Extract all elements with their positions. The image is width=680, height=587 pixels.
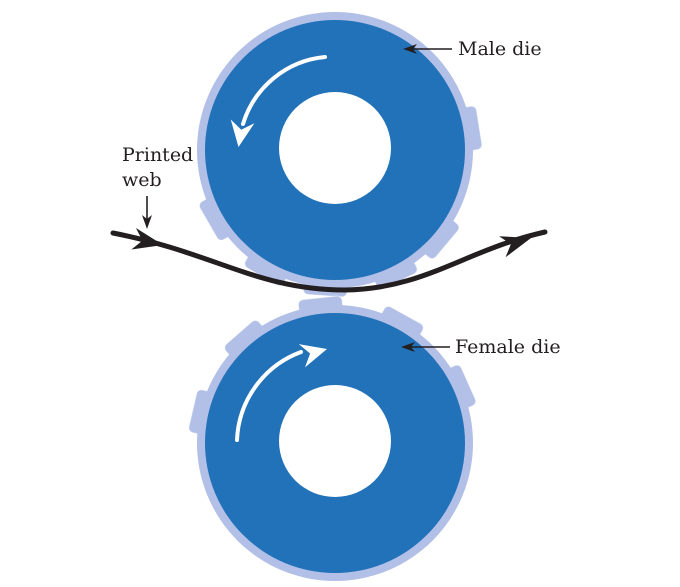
- female-die-callout: Female die: [401, 336, 561, 358]
- female-die-center-hole: [279, 385, 391, 497]
- web-direction-arrowhead-icon: [131, 228, 163, 250]
- female-die-roller: [188, 295, 477, 581]
- female-die-label: Female die: [455, 336, 561, 358]
- left-arrowhead-icon: [401, 342, 415, 352]
- printed-web-label-line2: web: [122, 169, 162, 191]
- printed-web-callout: Printed web: [122, 144, 193, 229]
- printed-web-label-line1: Printed: [122, 144, 193, 166]
- male-die-label: Male die: [458, 38, 542, 60]
- web-direction-arrowhead-icon: [499, 236, 531, 258]
- male-die-roller: [197, 12, 483, 298]
- rotation-arrowhead-icon: [298, 344, 327, 368]
- left-arrowhead-icon: [403, 44, 417, 54]
- male-die-callout: Male die: [403, 38, 542, 60]
- rotation-arrowhead-icon: [230, 119, 255, 147]
- male-die-center-hole: [279, 92, 391, 204]
- printed-web-line: [110, 229, 548, 293]
- down-arrowhead-icon: [142, 215, 152, 229]
- male-die-rotation-arrow: [230, 55, 327, 147]
- printed-web: [110, 228, 548, 293]
- female-die-rotation-arrow: [235, 344, 327, 442]
